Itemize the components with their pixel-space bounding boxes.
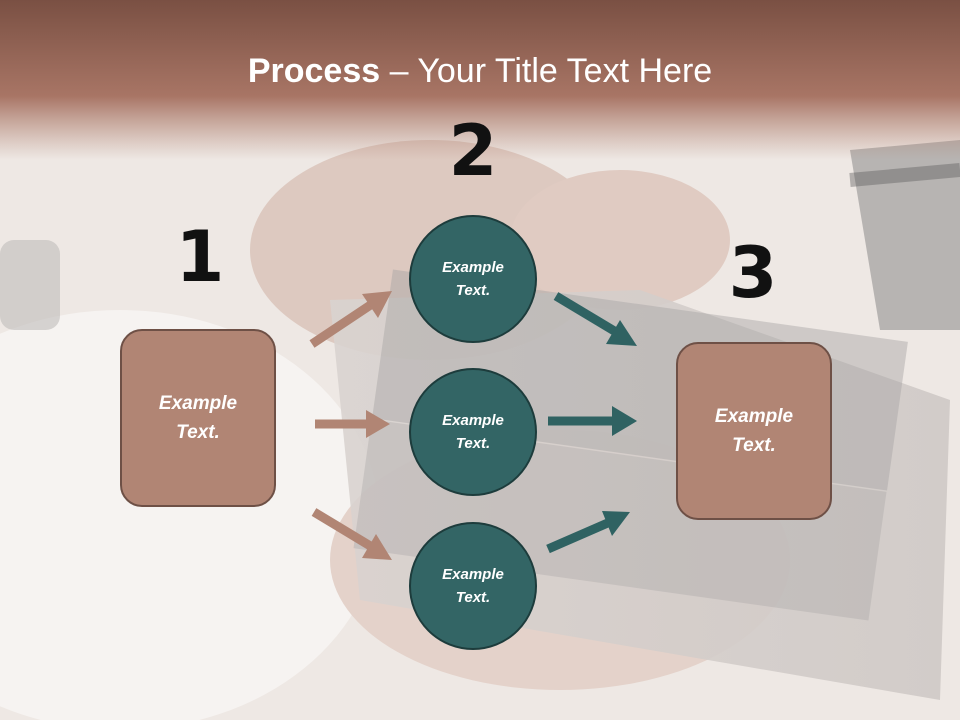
right-step-box: Example Text.	[676, 342, 832, 520]
title-bold: Process	[247, 52, 381, 90]
circle-top: Example Text.	[409, 215, 537, 343]
arrow-from-top-circle	[553, 292, 637, 346]
step-number-1: 1	[175, 216, 225, 298]
title-rest: – Your Title Text Here	[380, 52, 713, 90]
slide-title: Process – Your Title Text Here	[0, 52, 960, 91]
arrow-from-bottom-circle	[546, 511, 630, 554]
arrow-from-middle-circle	[548, 406, 637, 436]
step-number-2: 2	[448, 110, 498, 192]
circle-bottom: Example Text.	[409, 522, 537, 650]
step-number-3: 3	[728, 232, 778, 314]
left-step-box: Example Text.	[120, 329, 276, 507]
arrow-to-middle-circle	[315, 410, 390, 438]
arrow-to-bottom-circle	[311, 508, 392, 560]
circle-middle: Example Text.	[409, 368, 537, 496]
arrow-to-top-circle	[309, 291, 392, 348]
